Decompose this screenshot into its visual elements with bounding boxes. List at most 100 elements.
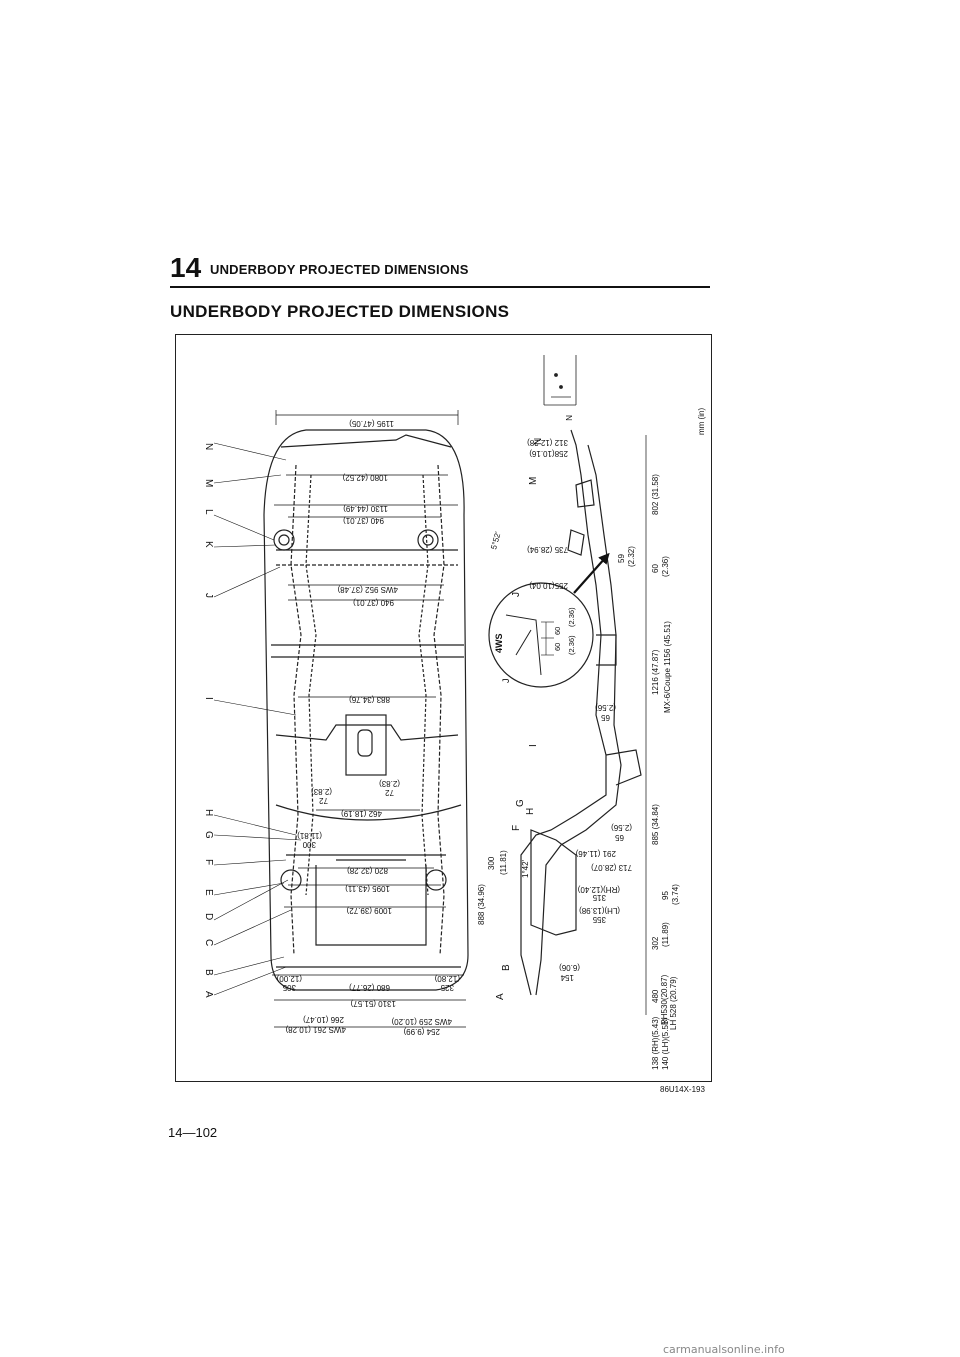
dim-4ws-261: 4WS 261 (10.28)	[285, 1025, 346, 1034]
side-bottom-dimensions: 138 (RH)(5.43) 140 (LH)(5.51) 480 RH530(…	[645, 408, 706, 1070]
dim-a-right: 325	[440, 983, 454, 992]
point-a: A	[203, 991, 214, 998]
dim-59-in: (2.32)	[627, 546, 636, 567]
figure-code: 86U14X-193	[660, 1085, 705, 1094]
dim-j-4ws: 4WS 952 (37.48)	[337, 585, 398, 594]
side-view-labels: 5°52' 1°42' 312 (12.28) 258(10.16) 735 (…	[477, 438, 636, 982]
underbody-diagram: 1195 (47.05) 1080 (42.52) 1130 (44.49) 9…	[203, 355, 706, 1070]
dim-4ws-259: 4WS 259 (10.20)	[391, 1017, 452, 1026]
dim-254: 254 (9.99)	[403, 1027, 440, 1036]
dim-65b: 65	[615, 833, 624, 842]
bottom-302-in: (11.89)	[661, 922, 670, 947]
point-letters: N M L K J I H G F E D C B A	[203, 443, 214, 998]
side-point-b: B	[501, 964, 512, 971]
top-view-dimensions	[272, 410, 466, 1028]
dim-h-right-in: (2.83)	[379, 779, 400, 788]
bottom-480: 480	[651, 989, 660, 1003]
side-point-g: G	[515, 799, 526, 807]
detail-in-a: (2.36)	[567, 635, 576, 655]
detail-in-b: (2.36)	[567, 607, 576, 627]
bottom-mx6: MX-6/Coupe 1156 (45.51)	[663, 621, 672, 713]
top-view-labels: 1195 (47.05) 1080 (42.52) 1130 (44.49) 9…	[276, 419, 460, 1036]
bottom-885: 885 (34.84)	[651, 804, 660, 845]
angle-2: 1°42'	[521, 859, 530, 878]
detail-j: J	[501, 679, 511, 684]
dim-154: 154	[560, 973, 574, 982]
dim-713: 713 (28.07)	[591, 863, 632, 872]
dim-overall: 1310 (51.57)	[350, 999, 396, 1008]
dim-315: 315	[592, 893, 606, 902]
dim-e-300: 300	[302, 840, 316, 849]
page-header: 14 UNDERBODY PROJECTED DIMENSIONS	[170, 252, 710, 288]
side-point-a: A	[495, 993, 506, 1000]
dim-h-left-in: (2.83)	[311, 787, 332, 796]
dim-e-300-in: (11.81)	[297, 831, 322, 840]
side-view	[520, 429, 642, 996]
dim-h-right: 72	[385, 788, 394, 797]
point-h: H	[203, 809, 214, 816]
dim-j: 940 (37.01)	[353, 598, 394, 607]
bottom-302: 302	[651, 936, 660, 950]
dim-65b-in: (2.56)	[611, 823, 632, 832]
point-g: G	[203, 831, 214, 839]
angle-1: 5°52'	[489, 530, 502, 550]
point-d: D	[203, 913, 214, 920]
bottom-60-in: (2.36)	[661, 556, 670, 577]
bottom-95-in: (3.74)	[671, 884, 680, 905]
dim-735: 735 (28.94)	[527, 545, 568, 554]
dim-300-in: (11.81)	[499, 850, 508, 875]
chapter-number: 14	[170, 252, 202, 283]
section-title: UNDERBODY PROJECTED DIMENSIONS	[170, 302, 510, 321]
bottom-rh530: RH530(20.87)	[660, 974, 669, 1025]
dim-a-left: 305	[282, 983, 296, 992]
dim-a-mid: 680 (26.77)	[349, 983, 390, 992]
point-k: K	[203, 541, 214, 548]
point-m: M	[203, 479, 214, 487]
bottom-95: 95	[661, 891, 670, 900]
detail-circle: 4WS J 60 60 (2.36) (2.36)	[488, 552, 610, 688]
side-point-j: J	[511, 592, 522, 597]
dim-d: 820 (32.28)	[347, 866, 388, 875]
underbody-figure: 1195 (47.05) 1080 (42.52) 1130 (44.49) 9…	[175, 334, 712, 1082]
dim-255: 255(10.04)	[529, 581, 568, 590]
detail-4ws: 4WS	[494, 633, 504, 653]
dim-266: 266 (10.47)	[303, 1015, 344, 1024]
point-c: C	[203, 939, 214, 946]
watermark: carmanualsonline.info	[663, 1343, 785, 1356]
dim-rear-width: 1195 (47.05)	[349, 419, 394, 428]
side-point-m: M	[528, 477, 539, 485]
point-l: L	[203, 509, 214, 515]
units-label: mm (in)	[697, 408, 706, 435]
inset-detail-small	[543, 355, 577, 406]
bottom-138: 138 (RH)(5.43)	[651, 1016, 660, 1070]
dim-291: 291 (11.46)	[575, 849, 616, 858]
dim-315-in: (RH)(12.40)	[577, 885, 620, 894]
point-b: B	[203, 969, 214, 976]
dim-300: 300	[487, 856, 496, 870]
dim-312: 312 (12.28)	[527, 438, 568, 447]
dim-a-left-in: (12.00)	[276, 974, 302, 983]
dim-g: 462 (18.19)	[341, 809, 382, 818]
bottom-1216: 1216 (47.87)	[651, 649, 660, 695]
side-point-f: F	[511, 825, 522, 831]
point-n: N	[203, 443, 214, 450]
side-point-n: N	[533, 438, 544, 445]
dim-c: 1095 (43.11)	[345, 884, 390, 893]
bottom-140: 140 (LH)(5.51)	[661, 1018, 670, 1070]
point-j: J	[203, 593, 214, 598]
bottom-60: 60	[651, 564, 660, 573]
detail-60a: 60	[553, 627, 562, 635]
point-e: E	[203, 889, 214, 896]
bottom-lh528: LH 528 (20.79)	[669, 976, 678, 1030]
dim-355-in: (LH)(13.98)	[579, 906, 620, 915]
dim-65a: 65	[601, 713, 610, 722]
dim-65a-in: (2.56)	[595, 703, 616, 712]
dim-154-in: (6.06)	[559, 963, 580, 972]
dim-b: 1009 (39.72)	[346, 906, 392, 915]
point-i: I	[203, 697, 214, 700]
dim-m: 1080 (42.52)	[342, 473, 388, 482]
dim-a-right-in: (12.80)	[434, 974, 460, 983]
inset-n-label: N	[564, 415, 573, 421]
dim-i: 883 (34.76)	[349, 695, 390, 704]
bottom-802: 802 (31.58)	[651, 474, 660, 515]
